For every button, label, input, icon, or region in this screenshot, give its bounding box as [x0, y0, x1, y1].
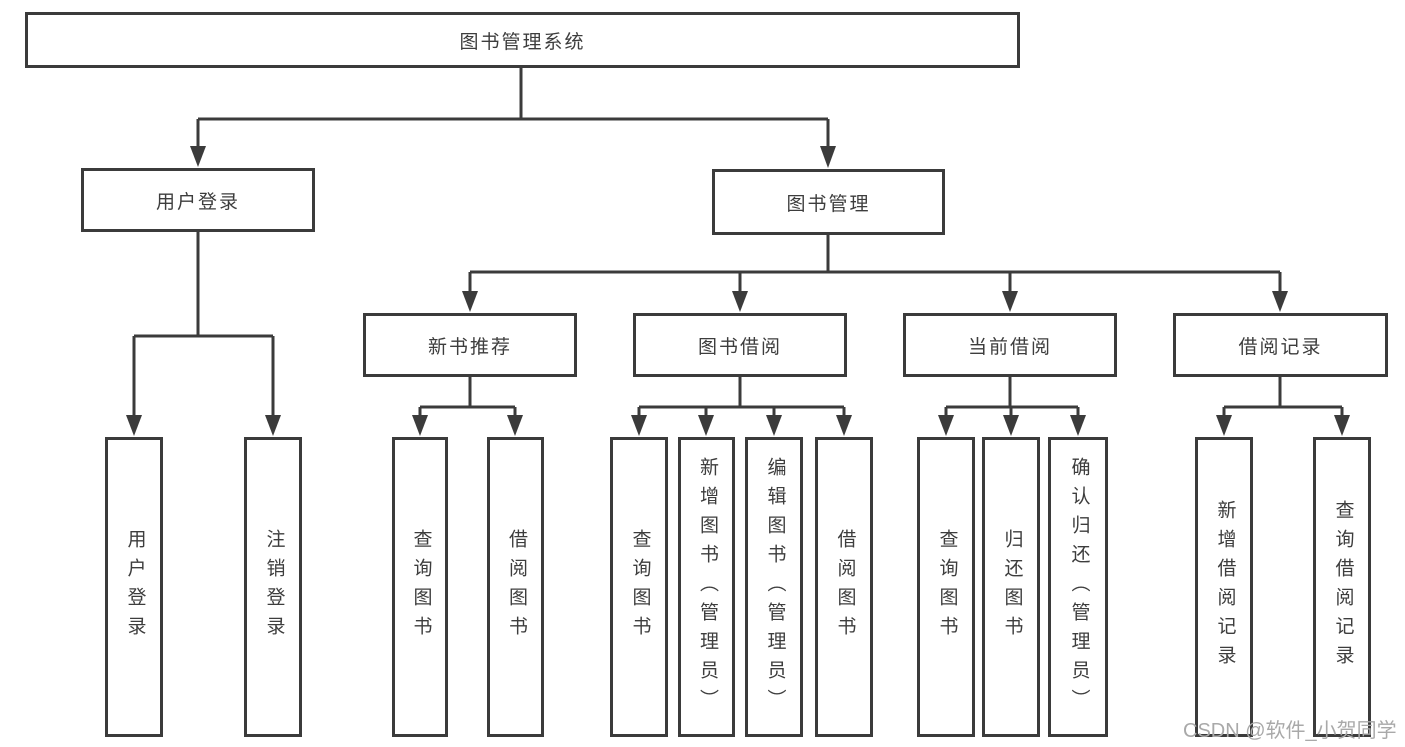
node-book-borrowing: 图书借阅	[633, 313, 847, 377]
leaf-label: 查询借阅记录	[1332, 500, 1354, 674]
leaf-label: 确认归还（管理员）	[1068, 456, 1090, 718]
node-leaf-query-books-2: 查询图书	[610, 437, 668, 737]
node-leaf-borrow-books-2: 借阅图书	[815, 437, 873, 737]
node-leaf-return-books: 归还图书	[982, 437, 1040, 737]
node-leaf-user-login: 用户登录	[105, 437, 163, 737]
arrowhead-icon	[265, 415, 281, 436]
arrowhead-icon	[698, 415, 714, 436]
arrowhead-icon	[1272, 291, 1288, 312]
node-current-borrowing: 当前借阅	[903, 313, 1117, 377]
arrowhead-icon	[732, 291, 748, 312]
csdn-watermark: CSDN @软件_小贺同学	[1183, 720, 1397, 742]
connector-current-borrowing-to-children	[938, 377, 1086, 436]
connector-user-login-to-children	[126, 232, 281, 436]
node-user-login: 用户登录	[81, 168, 315, 232]
leaf-label: 注销登录	[263, 529, 285, 645]
node-leaf-query-books-1: 查询图书	[392, 437, 448, 737]
leaf-label: 查询图书	[629, 529, 651, 645]
arrowhead-icon	[1003, 415, 1019, 436]
arrowhead-icon	[1070, 415, 1086, 436]
arrowhead-icon	[462, 291, 478, 312]
node-leaf-logout: 注销登录	[244, 437, 302, 737]
connector-new-book-recommend-to-children	[412, 377, 523, 436]
node-leaf-borrow-books-1: 借阅图书	[487, 437, 544, 737]
arrowhead-icon	[820, 146, 836, 168]
leaf-label: 查询图书	[410, 529, 432, 645]
leaf-label: 编辑图书（管理员）	[764, 456, 786, 718]
node-leaf-add-books-admin: 新增图书（管理员）	[678, 437, 735, 737]
connector-root-to-level2	[190, 68, 836, 168]
node-leaf-confirm-return-admin: 确认归还（管理员）	[1048, 437, 1108, 737]
leaf-label: 借阅图书	[505, 529, 527, 645]
arrowhead-icon	[631, 415, 647, 436]
leaf-label: 查询图书	[936, 529, 958, 645]
arrowhead-icon	[1334, 415, 1350, 436]
node-new-book-recommend: 新书推荐	[363, 313, 577, 377]
node-borrowing-records: 借阅记录	[1173, 313, 1388, 377]
connector-borrowing-records-to-children	[1216, 377, 1350, 436]
arrowhead-icon	[1216, 415, 1232, 436]
node-book-management: 图书管理	[712, 169, 945, 235]
arrowhead-icon	[1002, 291, 1018, 312]
leaf-label: 归还图书	[1001, 529, 1023, 645]
arrowhead-icon	[190, 146, 206, 167]
leaf-label: 新增借阅记录	[1214, 500, 1236, 674]
node-leaf-query-borrow-record: 查询借阅记录	[1313, 437, 1371, 737]
arrowhead-icon	[507, 415, 523, 436]
node-leaf-query-books-3: 查询图书	[917, 437, 975, 737]
node-leaf-add-borrow-record: 新增借阅记录	[1195, 437, 1253, 737]
leaf-label: 借阅图书	[834, 529, 856, 645]
connector-book-borrowing-to-children	[631, 377, 852, 436]
node-leaf-edit-books-admin: 编辑图书（管理员）	[745, 437, 803, 737]
connector-book-management-to-level3	[462, 235, 1288, 312]
arrowhead-icon	[836, 415, 852, 436]
arrowhead-icon	[938, 415, 954, 436]
arrowhead-icon	[766, 415, 782, 436]
leaf-label: 新增图书（管理员）	[696, 456, 718, 718]
node-library-management-system: 图书管理系统	[25, 12, 1020, 68]
leaf-label: 用户登录	[124, 529, 146, 645]
arrowhead-icon	[126, 415, 142, 436]
arrowhead-icon	[412, 415, 428, 436]
